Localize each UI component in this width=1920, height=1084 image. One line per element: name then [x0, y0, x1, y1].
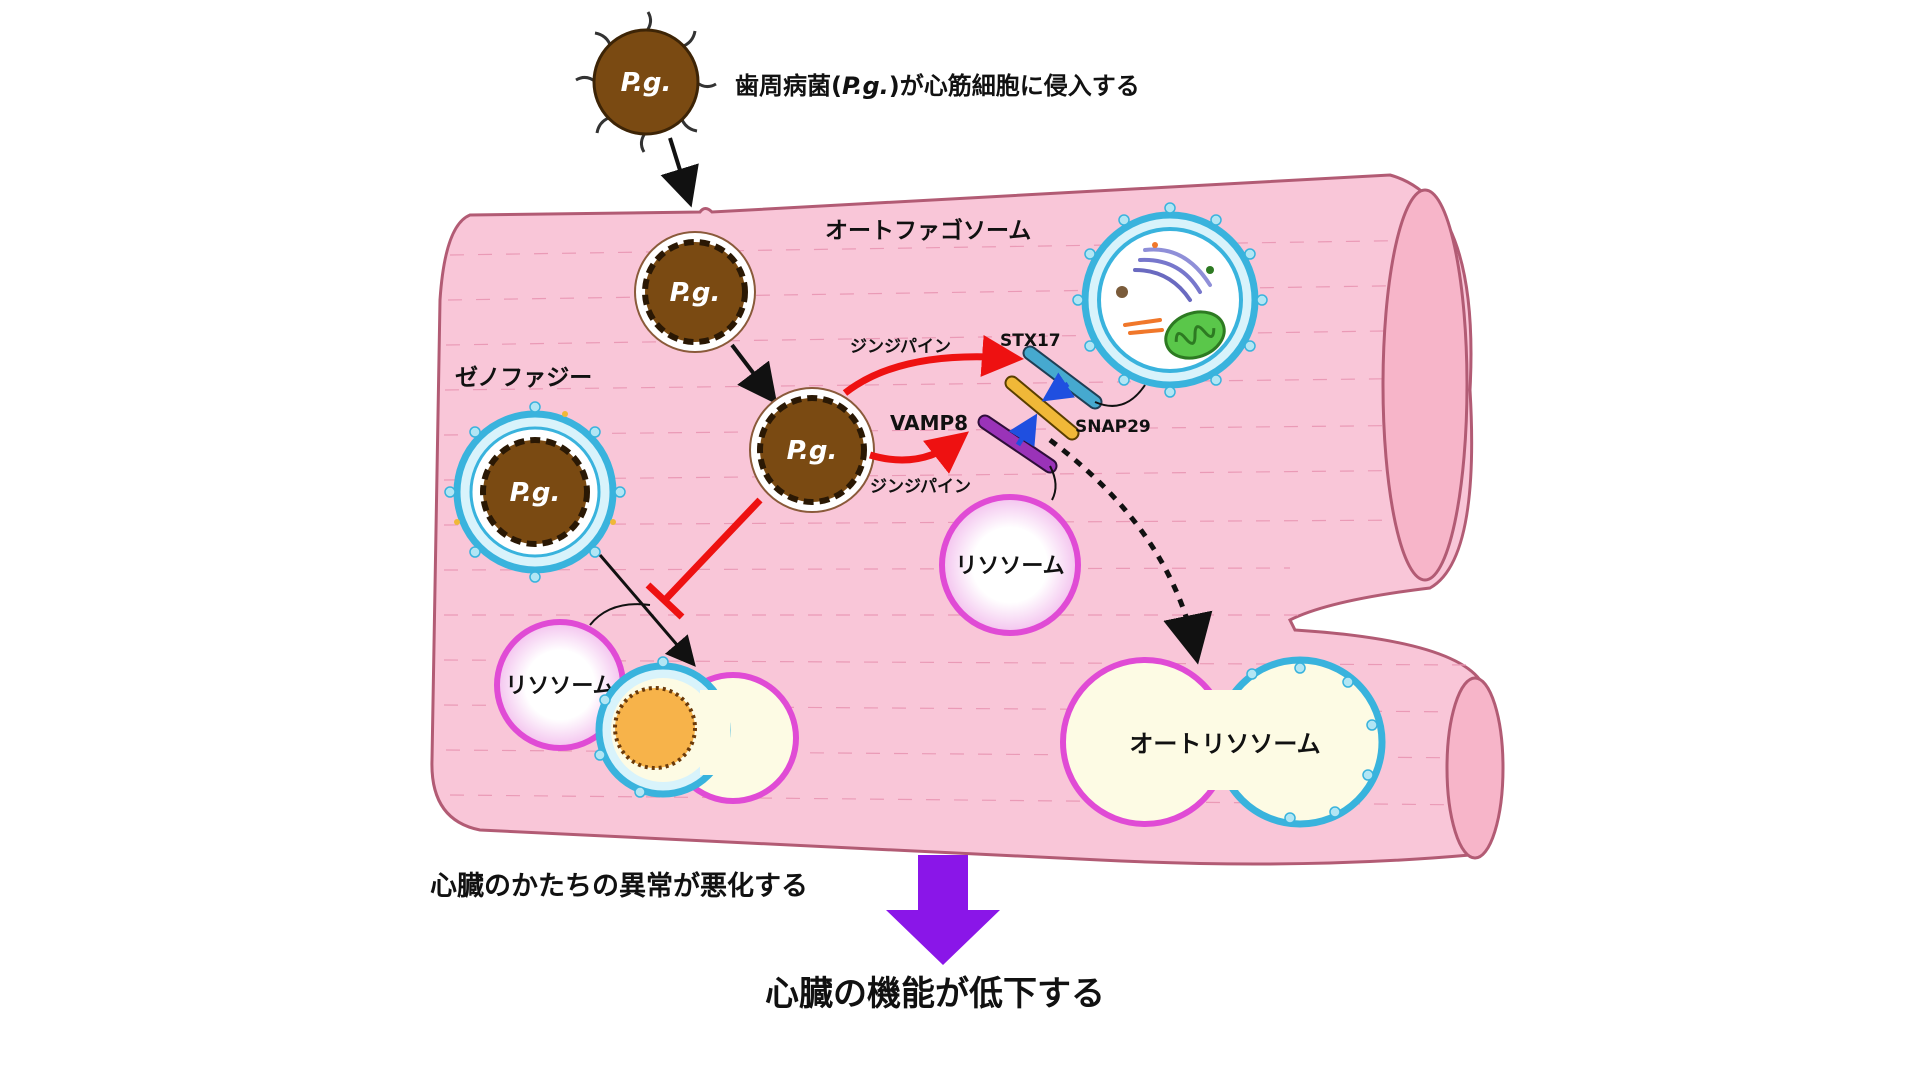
lysosome-left-label: リソソーム: [505, 674, 614, 699]
gingipain-arrow-stx17: [842, 335, 1024, 396]
cell-end-lower: [1445, 676, 1505, 860]
bacterium-label: P.g.: [510, 478, 561, 508]
gingipain-label-lower: ジンジパイン: [870, 477, 971, 497]
autophagosome-studs: [1072, 202, 1268, 398]
invade-title: 歯周病菌(P.g.)が心筋細胞に侵入する: [735, 72, 1140, 100]
xenophagy-fusion-arrow: [598, 554, 696, 667]
gingipain-arrow-vamp8: [868, 431, 969, 474]
degradation-fusion: [594, 656, 799, 804]
binding-arrow-stx17: [1041, 372, 1075, 402]
vesicle-dot: [1206, 266, 1214, 274]
degraded-bacterium: [613, 686, 697, 770]
cell-end-upper: [1381, 188, 1469, 582]
internalize-arrow: [730, 343, 778, 405]
er-fragment: [1123, 318, 1164, 335]
function-down-label: 心臓の機能が低下する: [765, 974, 1105, 1014]
bacterium-label: P.g.: [621, 68, 672, 98]
autophagosome: [1072, 202, 1268, 398]
vamp8-label: VAMP8: [890, 411, 968, 435]
inhibition-arrow: [645, 497, 763, 620]
golgi-organelle: [1133, 247, 1212, 302]
lysosome-right: [939, 494, 1081, 636]
mitochondrion-organelle: [1164, 310, 1226, 360]
fusion-dotted-arrow: [1048, 438, 1213, 665]
bacterium-invading: P.g.: [574, 10, 718, 154]
autophagosome-label: オートファゴソーム: [825, 217, 1031, 244]
lysosome-right-label: リソソーム: [955, 554, 1064, 579]
entry-arrow: [660, 137, 699, 208]
xenophagy-vesicle: P.g.: [444, 401, 626, 583]
vamp8-tether: [1049, 465, 1057, 501]
vesicle-dot: [1152, 242, 1158, 248]
bacterium-label: P.g.: [787, 436, 838, 466]
snap29-protein: [1004, 375, 1080, 441]
bacterium-entering: P.g.: [634, 231, 756, 353]
vesicle-dot: [1116, 286, 1128, 298]
xenophagy-label: ゼノファジー: [455, 365, 592, 391]
snap29-label: SNAP29: [1075, 417, 1151, 437]
stx17-label: STX17: [1000, 331, 1061, 351]
bacterium-central: P.g.: [749, 387, 875, 513]
stx17-tether: [1094, 384, 1146, 407]
result-arrow: [886, 855, 1000, 965]
autolysosome-label: オートリソソーム: [1129, 730, 1320, 758]
binding-arrow-vamp8: [1008, 413, 1038, 447]
shape-worse-label: 心臓のかたちの異常が悪化する: [430, 870, 808, 902]
bacterium-label: P.g.: [670, 278, 721, 308]
gingipain-label-upper: ジンジパイン: [850, 337, 951, 357]
lysosome-left-tether: [589, 603, 651, 626]
autolysosome: [1060, 656, 1386, 828]
